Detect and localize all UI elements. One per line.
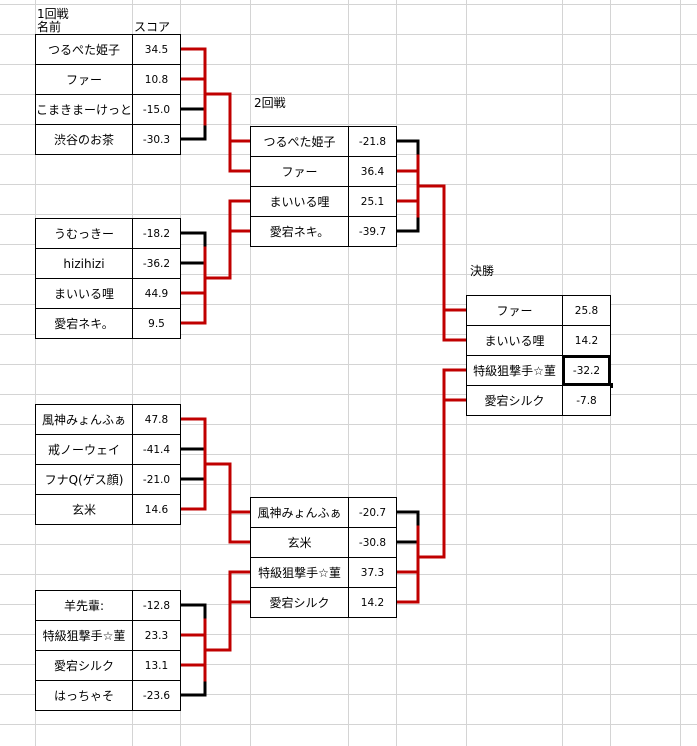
final-header: 決勝 [470, 264, 495, 278]
round1-player-score[interactable]: -21.0 [132, 464, 181, 495]
round2-player-score[interactable]: -30.8 [348, 527, 397, 558]
round2-player-name[interactable]: 風神みょんふぁ [250, 497, 349, 528]
round1-player-score[interactable]: -18.2 [132, 218, 181, 249]
score-column-header: スコア [134, 20, 171, 34]
round1-player-name[interactable]: 愛宕シルク [35, 650, 133, 681]
round1-player-name[interactable]: つるぺた姫子 [35, 34, 133, 65]
round2-player-name[interactable]: ファー [250, 156, 349, 187]
selected-score-cell[interactable]: -32.2 [562, 355, 611, 386]
final-player-name[interactable]: 愛宕シルク [466, 385, 563, 416]
round1-player-score[interactable]: 9.5 [132, 308, 181, 339]
round1-player-name[interactable]: 戒ノーウェイ [35, 434, 133, 465]
round1-player-score[interactable]: -15.0 [132, 94, 181, 125]
round2-player-name[interactable]: 玄米 [250, 527, 349, 558]
round1-player-score[interactable]: -23.6 [132, 680, 181, 711]
round2-player-name[interactable]: 特級狙撃手☆菫 [250, 557, 349, 588]
name-column-header: 名前 [37, 20, 62, 34]
round2-player-score[interactable]: -21.8 [348, 126, 397, 157]
round2-player-name[interactable]: 愛宕シルク [250, 587, 349, 618]
final-player-score[interactable]: 25.8 [562, 295, 611, 326]
round1-player-score[interactable]: 10.8 [132, 64, 181, 95]
round1-player-name[interactable]: 玄米 [35, 494, 133, 525]
round1-player-name[interactable]: hizihizi [35, 248, 133, 279]
round1-player-name[interactable]: まいいる哩 [35, 278, 133, 309]
final-player-score[interactable]: 14.2 [562, 325, 611, 356]
round2-player-score[interactable]: 25.1 [348, 186, 397, 217]
round2-player-name[interactable]: 愛宕ネキ。 [250, 216, 349, 247]
round1-player-name[interactable]: 特級狙撃手☆菫 [35, 620, 133, 651]
round2-header: 2回戦 [254, 96, 286, 110]
final-player-name[interactable]: ファー [466, 295, 563, 326]
final-player-name[interactable]: 特級狙撃手☆菫 [466, 355, 563, 386]
round1-player-name[interactable]: はっちゃそ [35, 680, 133, 711]
round2-player-score[interactable]: -20.7 [348, 497, 397, 528]
round1-player-name[interactable]: 羊先輩: [35, 590, 133, 621]
round1-player-score[interactable]: 23.3 [132, 620, 181, 651]
round1-player-name[interactable]: うむっきー [35, 218, 133, 249]
round2-player-name[interactable]: つるぺた姫子 [250, 126, 349, 157]
round1-player-score[interactable]: 13.1 [132, 650, 181, 681]
round1-player-name[interactable]: 風神みょんふぁ [35, 404, 133, 435]
round1-player-name[interactable]: 渋谷のお茶 [35, 124, 133, 155]
final-player-score[interactable]: -7.8 [562, 385, 611, 416]
round1-player-score[interactable]: -41.4 [132, 434, 181, 465]
round1-player-score[interactable]: -36.2 [132, 248, 181, 279]
round1-player-name[interactable]: フナQ(ゲス顔) [35, 464, 133, 495]
round1-player-score[interactable]: 34.5 [132, 34, 181, 65]
round1-player-score[interactable]: 44.9 [132, 278, 181, 309]
round1-player-name[interactable]: こまきまーけっと [35, 94, 133, 125]
round2-player-score[interactable]: 14.2 [348, 587, 397, 618]
final-player-name[interactable]: まいいる哩 [466, 325, 563, 356]
round1-header: 1回戦 [37, 7, 69, 21]
round1-player-score[interactable]: 47.8 [132, 404, 181, 435]
round1-player-name[interactable]: 愛宕ネキ。 [35, 308, 133, 339]
round1-player-name[interactable]: ファー [35, 64, 133, 95]
round2-player-score[interactable]: 36.4 [348, 156, 397, 187]
round1-player-score[interactable]: -30.3 [132, 124, 181, 155]
round2-player-name[interactable]: まいいる哩 [250, 186, 349, 217]
round2-player-score[interactable]: 37.3 [348, 557, 397, 588]
round1-player-score[interactable]: -12.8 [132, 590, 181, 621]
round1-player-score[interactable]: 14.6 [132, 494, 181, 525]
round2-player-score[interactable]: -39.7 [348, 216, 397, 247]
